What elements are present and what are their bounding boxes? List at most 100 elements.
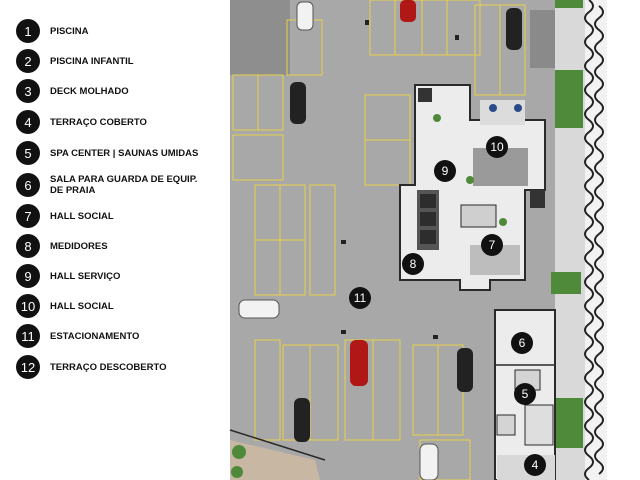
legend-item-1: 1 PISCINA	[16, 18, 89, 44]
legend-label: ESTACIONAMENTO	[50, 330, 140, 342]
legend-item-10: 10 HALL SOCIAL	[16, 293, 114, 319]
legend-item-12: 12 TERRAÇO DESCOBERTO	[16, 354, 166, 380]
marker-circle	[511, 332, 533, 354]
legend-number: 3	[16, 79, 40, 103]
legend-number: 10	[16, 294, 40, 318]
legend-number: 8	[16, 234, 40, 258]
car-white	[238, 299, 280, 319]
marker-label: 7	[489, 238, 496, 252]
column	[341, 240, 346, 244]
marker-circle	[524, 454, 546, 476]
parking-stall	[309, 184, 336, 296]
plant	[433, 114, 441, 122]
legend-number: 1	[16, 19, 40, 43]
parking-stall	[254, 339, 281, 441]
palm-tree	[232, 445, 246, 459]
marker-label: 10	[490, 140, 504, 154]
marker-circle	[481, 234, 503, 256]
legend-item-2: 2 PISCINA INFANTIL	[16, 48, 134, 74]
legend-label: TERRAÇO DESCOBERTO	[50, 361, 167, 373]
marker-8: 8	[402, 253, 424, 275]
grass-strips	[551, 0, 583, 448]
chair	[489, 104, 497, 112]
legend-number: 6	[16, 173, 40, 197]
legend-item-4: 4 TERRAÇO COBERTO	[16, 109, 147, 135]
chair	[514, 104, 522, 112]
marker-5: 5	[514, 383, 536, 405]
plan-markers: 10 9 7 8 11 6 5 4	[349, 136, 546, 476]
building-core	[399, 84, 546, 291]
car-black	[457, 348, 473, 392]
elevator	[420, 230, 436, 244]
ramp-area	[230, 0, 290, 75]
stair-block	[418, 88, 432, 102]
marker-circle	[349, 287, 371, 309]
legend-item-6: 6 SALA PARA GUARDA DE EQUIP. DE PRAIA	[16, 172, 197, 198]
car-red	[400, 0, 416, 22]
plant	[499, 218, 507, 226]
marker-circle	[402, 253, 424, 275]
car-red	[350, 340, 368, 386]
legend-item-9: 9 HALL SERVIÇO	[16, 263, 120, 289]
column	[341, 330, 346, 334]
shower-room	[496, 414, 516, 436]
plant	[466, 176, 474, 184]
legend-label-line: SALA PARA GUARDA DE EQUIP.	[50, 174, 198, 185]
legend-label: HALL SOCIAL	[50, 210, 114, 222]
marker-label: 9	[442, 164, 449, 178]
marker-label: 6	[519, 336, 526, 350]
legend-item-11: 11 ESTACIONAMENTO	[16, 323, 139, 349]
wave-pattern	[594, 5, 604, 475]
marker-7: 7	[481, 234, 503, 256]
marker-label: 4	[532, 458, 539, 472]
marker-4: 4	[524, 454, 546, 476]
marker-9: 9	[434, 160, 456, 182]
stair-block	[530, 190, 545, 208]
legend-number: 12	[16, 355, 40, 379]
elevator	[420, 194, 436, 208]
marker-circle	[514, 383, 536, 405]
legend-item-8: 8 MEDIDORES	[16, 233, 108, 259]
marker-label: 8	[410, 257, 417, 271]
grass-patch	[555, 398, 583, 448]
marker-11: 11	[349, 287, 371, 309]
legend-number: 7	[16, 204, 40, 228]
legend-label: SALA PARA GUARDA DE EQUIP. DE PRAIA	[50, 174, 197, 196]
legend-item-7: 7 HALL SOCIAL	[16, 203, 114, 229]
legend-label: PISCINA INFANTIL	[50, 55, 134, 67]
lounge-area	[480, 100, 525, 125]
legend-panel: 1 PISCINA 2 PISCINA INFANTIL 3 DECK MOLH…	[0, 0, 225, 480]
wave-pattern	[584, 0, 594, 480]
legend-label: SPA CENTER | SAUNAS UMIDAS	[50, 147, 199, 159]
car-black	[506, 8, 522, 50]
car-white	[419, 443, 439, 480]
legend-label: HALL SERVIÇO	[50, 270, 121, 282]
legend-label: PISCINA	[50, 25, 89, 37]
column	[455, 35, 459, 40]
marker-label: 11	[354, 291, 367, 305]
legend-label: TERRAÇO COBERTO	[50, 116, 147, 128]
reception-desk	[460, 204, 497, 228]
legend-number: 9	[16, 264, 40, 288]
car-black	[290, 82, 306, 124]
legend-label: DECK MOLHADO	[50, 85, 129, 97]
terraco-descoberto	[230, 440, 320, 480]
column	[433, 335, 438, 339]
grass-patch	[555, 0, 583, 8]
legend-number: 4	[16, 110, 40, 134]
marker-circle	[486, 136, 508, 158]
wall	[229, 429, 326, 461]
parking-stall	[232, 134, 284, 181]
marker-10: 10	[486, 136, 508, 158]
legend-item-5: 5 SPA CENTER | SAUNAS UMIDAS	[16, 140, 198, 166]
marker-label: 5	[522, 387, 529, 401]
legend-number: 11	[16, 324, 40, 348]
parking-stall	[369, 0, 481, 56]
legend-label: MEDIDORES	[50, 240, 108, 252]
legend-item-3: 3 DECK MOLHADO	[16, 78, 129, 104]
marker-circle	[434, 160, 456, 182]
cars	[238, 0, 522, 480]
legend-label: HALL SOCIAL	[50, 300, 114, 312]
grass-patch	[555, 70, 583, 128]
legend-number: 5	[16, 141, 40, 165]
